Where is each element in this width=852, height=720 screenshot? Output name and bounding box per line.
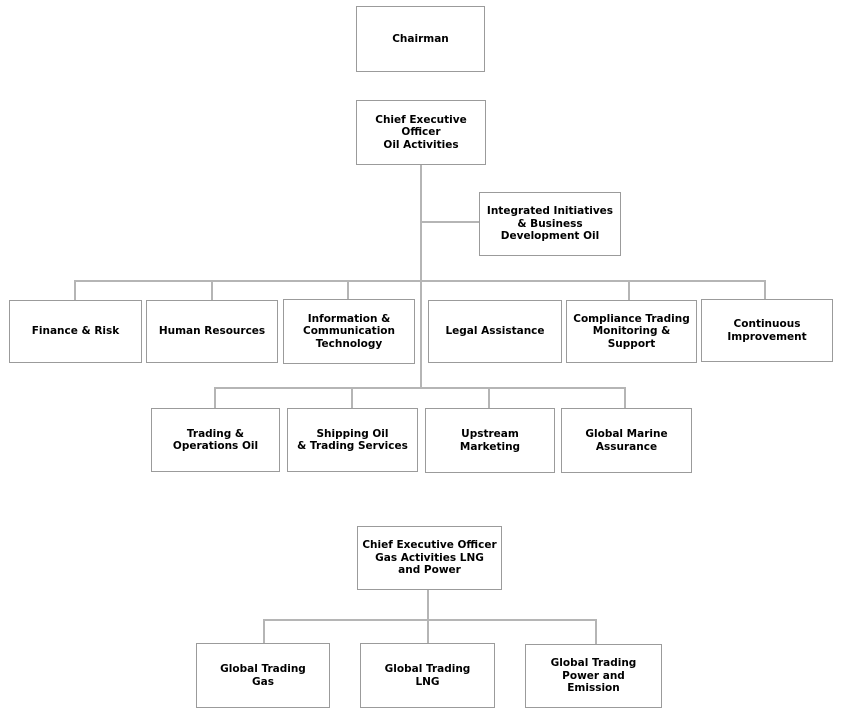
org-node-information-communication-technology: Information & Communication Technology [283, 299, 415, 364]
connector-ceo-gas-vertical [427, 590, 429, 644]
org-node-label: Integrated Initiatives [486, 205, 614, 218]
org-node-compliance-trading: Compliance Trading Monitoring & Support [566, 300, 697, 363]
org-node-chairman: Chairman [356, 6, 485, 72]
connector-row2-horizontal [214, 387, 626, 389]
org-node-continuous-improvement: Continuous Improvement [701, 299, 833, 362]
org-node-integrated-initiatives: Integrated Initiatives & Business Develo… [479, 192, 621, 256]
connector-drop-trading [214, 387, 216, 409]
connector-drop-power [595, 619, 597, 645]
org-node-label: Shipping Oil [316, 427, 389, 440]
org-node-label: Operations Oil [172, 440, 259, 452]
org-node-label: Human Resources [158, 325, 266, 338]
org-node-label: Legal Assistance [445, 325, 545, 338]
org-node-label: Emission [567, 682, 620, 695]
connector-drop-gas [263, 619, 265, 644]
org-node-human-resources: Human Resources [146, 300, 278, 363]
org-node-global-marine-assurance: Global Marine Assurance [561, 408, 692, 473]
org-node-label: Assurance [595, 440, 658, 453]
connector-drop-upstream [488, 387, 490, 409]
org-node-global-trading-lng: Global Trading LNG [360, 643, 495, 708]
connector-ceo-oil-vertical [420, 165, 422, 388]
org-node-ceo-oil-activities: Chief Executive Officer Oil Activities [356, 100, 486, 165]
org-node-label: Global Trading [550, 657, 637, 670]
connector-drop-marine [624, 387, 626, 409]
connector-drop-human-resources [211, 280, 213, 301]
org-node-label: Chief Executive Officer [362, 539, 497, 552]
connector-row3-horizontal [263, 619, 597, 621]
org-node-label: Marketing [459, 440, 521, 453]
org-node-label: Upstream [461, 428, 519, 440]
org-node-global-trading-power-emission: Global Trading Power and Emission [525, 644, 662, 708]
org-node-label: Gas [252, 675, 274, 688]
org-node-label: Technology [315, 337, 383, 350]
org-node-label: Trading & [186, 427, 245, 440]
org-node-global-trading-gas: Global Trading Gas [196, 643, 330, 708]
connector-integrated-branch [421, 221, 479, 223]
org-node-label: Support [607, 337, 656, 350]
org-node-upstream-marketing: Upstream Marketing [425, 408, 555, 473]
org-node-label: Compliance Trading [573, 312, 690, 325]
org-node-label: Finance & Risk [31, 325, 120, 338]
connector-drop-continuous [764, 280, 766, 301]
org-node-label: & Business [517, 217, 583, 230]
org-node-label: Continuous [733, 318, 801, 330]
org-node-label: Oil Activities [383, 138, 459, 151]
org-node-shipping-oil-trading-services: Shipping Oil & Trading Services [287, 408, 418, 472]
org-node-trading-operations-oil: Trading & Operations Oil [151, 408, 280, 472]
org-node-label: Information & [307, 312, 391, 325]
org-node-finance-risk: Finance & Risk [9, 300, 142, 363]
org-node-label: and Power [398, 564, 461, 577]
org-node-legal-assistance: Legal Assistance [428, 300, 562, 363]
connector-drop-ict [347, 280, 349, 301]
connector-drop-finance [74, 280, 76, 301]
org-node-label: Improvement [727, 330, 807, 343]
org-node-label: Gas Activities LNG [375, 551, 484, 564]
org-node-label: Power and [562, 669, 625, 682]
org-node-ceo-gas-activities-lng-power: Chief Executive Officer Gas Activities L… [357, 526, 502, 590]
org-node-label: & Trading Services [297, 440, 408, 452]
connector-row1-horizontal [74, 280, 766, 282]
org-node-label: Chairman [392, 32, 449, 45]
org-node-label: Chief Executive [375, 113, 467, 126]
org-node-label: Officer [401, 126, 441, 139]
connector-drop-compliance [628, 280, 630, 301]
org-node-label: Global Trading [220, 663, 306, 675]
org-node-label: LNG [415, 675, 440, 688]
org-node-label: Development Oil [500, 230, 600, 243]
org-node-label: Monitoring & [592, 325, 671, 338]
org-node-label: Global Trading [384, 663, 471, 675]
org-node-label: Global Marine [585, 428, 668, 440]
connector-drop-shipping [351, 387, 353, 409]
org-node-label: Communication [303, 325, 395, 338]
